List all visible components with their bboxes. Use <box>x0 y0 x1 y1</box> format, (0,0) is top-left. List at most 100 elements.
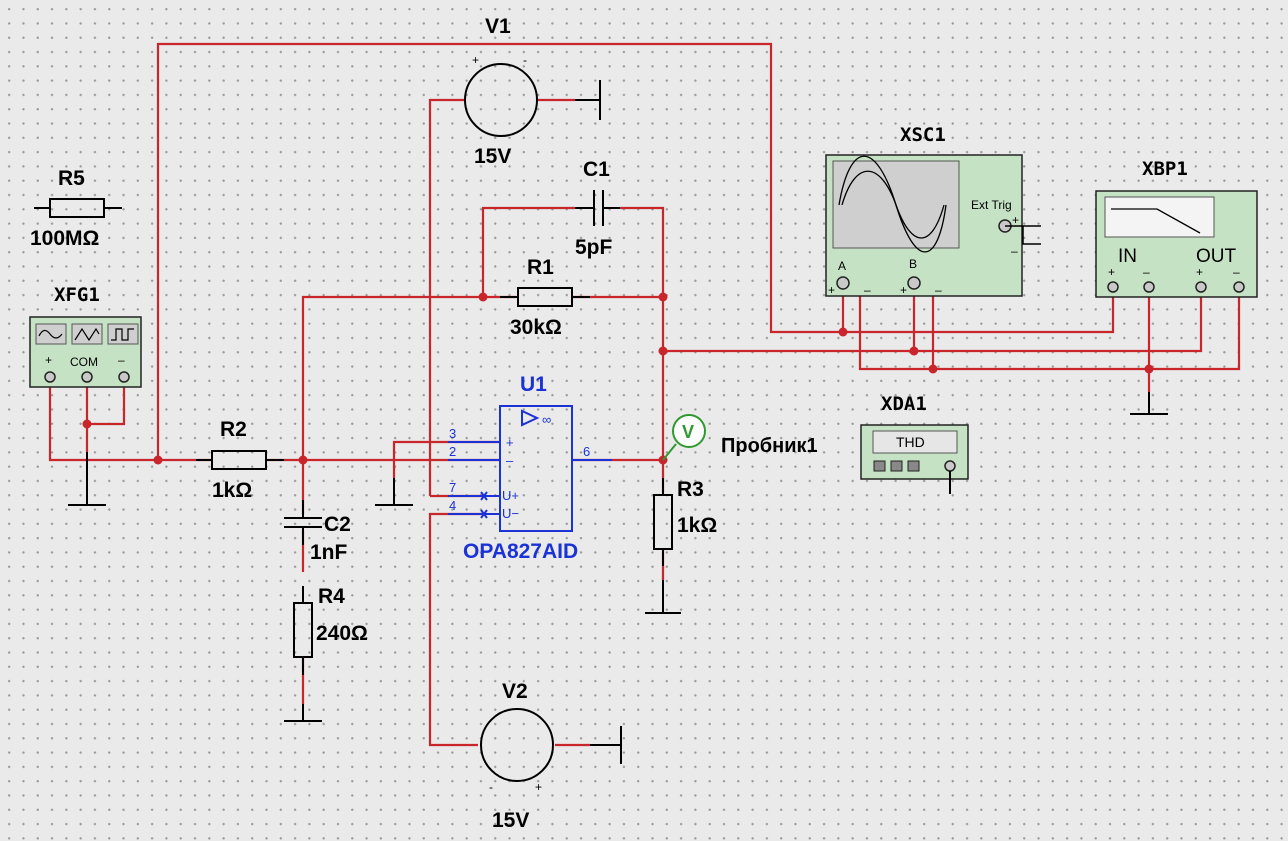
ground-icon <box>575 80 601 120</box>
xfg1-plus: + <box>45 353 52 367</box>
xbp1-in: IN <box>1118 246 1137 267</box>
c2-value: 1nF <box>310 541 348 564</box>
u1-pin4: 4 <box>449 498 456 513</box>
nc-marker-icon <box>480 491 488 519</box>
v2-plus: + <box>535 780 542 794</box>
xbp1-out-minus: – <box>1233 265 1240 279</box>
xsc1-a: A <box>838 259 846 273</box>
xda1-button <box>873 460 886 472</box>
junction-node <box>658 346 668 356</box>
xsc1-b: B <box>909 257 917 271</box>
lowpass-response-icon <box>1111 208 1201 234</box>
xbp1-name: XBP1 <box>1142 158 1188 180</box>
xbp1-in-minus: – <box>1143 265 1150 279</box>
xbp1-terminal <box>1107 281 1119 293</box>
resistor-r2[interactable]: R2 1kΩ <box>196 418 284 502</box>
source-v2[interactable]: V2 15V - + <box>480 680 554 832</box>
junction-node <box>153 455 163 465</box>
junction-node <box>838 327 848 337</box>
resistor-r1[interactable]: R1 30kΩ <box>500 256 590 339</box>
u1-pin6: 6 <box>583 444 590 459</box>
ground-icon <box>68 452 106 506</box>
xbp1-terminal <box>1233 281 1245 293</box>
r2-value: 1kΩ <box>212 479 252 502</box>
junction-node <box>478 292 488 302</box>
junction-node <box>928 364 938 374</box>
u1-gain: ∞ <box>542 412 551 427</box>
r5-value: 100MΩ <box>30 227 99 250</box>
xfg1-name: XFG1 <box>54 284 100 306</box>
xbp1-in-plus: + <box>1108 265 1115 279</box>
xsc1-ext-trig: Ext Trig <box>971 198 1012 212</box>
bode-plotter-xbp1[interactable]: XBP1 IN OUT + – + – <box>1095 158 1258 298</box>
xda1-terminal <box>944 460 956 472</box>
ground-icon <box>645 580 681 614</box>
probe-symbol: V <box>682 422 694 442</box>
u1-minus-label: – <box>506 453 514 468</box>
wire-to-scope-b <box>663 288 1203 353</box>
opamp-triangle-icon <box>521 409 540 427</box>
xsc1-trig-minus: – <box>1011 244 1018 258</box>
r1-name: R1 <box>527 256 554 279</box>
xbp1-out: OUT <box>1196 246 1237 267</box>
wire-c1-right <box>620 206 665 297</box>
xbp1-terminal <box>1195 281 1207 293</box>
c1-name: C1 <box>583 158 610 181</box>
r5-name: R5 <box>58 167 85 190</box>
distortion-analyzer-xda1[interactable]: XDA1 THD <box>860 393 969 494</box>
xsc1-terminal <box>836 276 850 290</box>
source-v1[interactable]: V1 15V + - <box>464 15 538 168</box>
xda1-button <box>890 460 903 472</box>
u1-pin3: 3 <box>449 426 456 441</box>
v1-minus: - <box>523 53 527 67</box>
ground-icon <box>375 478 413 506</box>
ground-symbols <box>68 80 1168 764</box>
r3-name: R3 <box>677 478 704 501</box>
u1-name: U1 <box>520 373 547 396</box>
junction-node <box>909 346 919 356</box>
triangle-wave-icon <box>74 327 100 342</box>
capacitor-c1[interactable]: C1 5pF <box>575 158 620 259</box>
capacitor-c2[interactable]: C2 1nF <box>284 500 351 564</box>
xsc1-b-minus: – <box>935 283 942 297</box>
u1-pin2: 2 <box>449 444 456 459</box>
junction-node <box>1144 364 1154 374</box>
xsc1-terminal <box>907 276 921 290</box>
wire-v1-left <box>428 98 465 496</box>
resistor-r5[interactable]: R5 100MΩ <box>30 167 122 250</box>
wires <box>48 42 1241 747</box>
ground-icon <box>284 704 322 722</box>
opamp-u1[interactable]: ∞ + – U+ U− 3 2 7 4 6 U1 OPA827AID <box>448 373 612 563</box>
ground-icon <box>590 726 622 764</box>
junction-node <box>82 419 92 429</box>
square-wave-icon <box>111 328 134 341</box>
v1-plus: + <box>472 53 479 67</box>
c1-value: 5pF <box>575 236 613 259</box>
r4-value: 240Ω <box>316 622 368 645</box>
junction-node <box>298 455 308 465</box>
u1-plus-label: + <box>506 435 514 450</box>
r2-name: R2 <box>220 418 247 441</box>
wire-r1-left <box>301 295 516 460</box>
v2-value: 15V <box>492 809 529 832</box>
resistor-r3[interactable]: R3 1kΩ <box>653 478 717 566</box>
ground-icon <box>1130 392 1168 415</box>
xfg1-terminal <box>81 371 93 383</box>
waveform-trace-icon <box>841 170 945 239</box>
voltage-probe[interactable]: V Пробник1 <box>662 414 818 461</box>
wire-c1-left <box>481 206 575 297</box>
r4-name: R4 <box>318 585 345 608</box>
xsc1-b-plus: + <box>900 283 907 297</box>
v1-value: 15V <box>474 145 511 168</box>
u1-vminus-label: U− <box>502 506 519 521</box>
xda1-name: XDA1 <box>881 393 927 415</box>
function-generator-xfg1[interactable]: XFG1 + COM – <box>29 284 142 388</box>
sine-wave-icon <box>38 329 63 339</box>
xfg1-terminal <box>44 371 56 383</box>
xda1-button <box>907 460 920 472</box>
xsc1-a-minus: – <box>864 283 871 297</box>
resistor-r4[interactable]: R4 240Ω <box>293 585 368 675</box>
v2-minus: - <box>489 780 493 794</box>
oscilloscope-xsc1[interactable]: XSC1 Ext Trig + – A B + – + – <box>825 124 1041 297</box>
